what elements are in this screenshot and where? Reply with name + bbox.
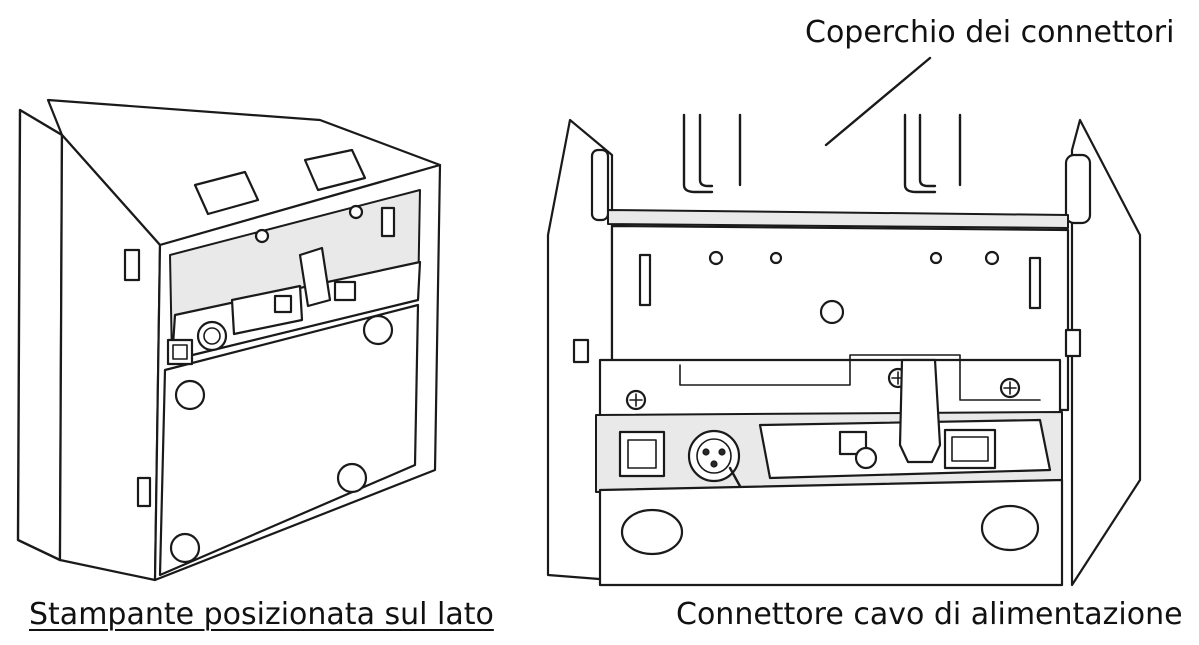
screw-right-slot [1003, 381, 1017, 395]
square-port-open-inner [951, 436, 989, 462]
cover-arm-left-outer [682, 113, 714, 194]
plate-center-boss [819, 299, 845, 325]
side-tab-left [123, 248, 141, 282]
rj-jack-inner [172, 344, 188, 360]
cover-slot-right [303, 148, 367, 192]
small-port [273, 294, 293, 314]
hinge-right [1064, 153, 1092, 225]
cover-arm-right-outer [903, 113, 937, 194]
power-connector-caption: Connettore cavo di alimentazione [676, 597, 1183, 632]
rj-jack-port [166, 338, 194, 366]
side-tab-bottom [136, 476, 152, 508]
plate-hole-1 [708, 250, 724, 266]
screw-left-slot [629, 393, 643, 407]
side-clip-left [572, 338, 590, 364]
foot-top-right [362, 314, 394, 346]
plate-hole-2 [769, 251, 783, 265]
power-pin-2 [718, 448, 726, 456]
cover-arm-right-inner [918, 113, 937, 188]
latch-bracket [298, 246, 332, 308]
power-connector-ring [696, 438, 732, 474]
plate-hole-4 [984, 250, 1000, 266]
connector-cover-label: Coperchio dei connettori [805, 15, 1175, 50]
frame-ridge [679, 354, 1041, 401]
hinge-left [590, 148, 610, 222]
power-connector-port [196, 320, 228, 352]
printer-side-view-drawing [16, 98, 442, 582]
small-round-port [854, 446, 878, 470]
small-square-port [838, 430, 868, 456]
power-pin-3 [710, 460, 718, 468]
plate-slot-left [638, 253, 652, 307]
foot-right-open [980, 504, 1040, 552]
connector-cover-open-drawing [546, 56, 1142, 587]
rj-jack-port-open [618, 430, 666, 478]
printer-bottom-panel [158, 303, 420, 577]
foot-left-open [620, 508, 684, 556]
plate-slot-right [1028, 256, 1042, 310]
plate-hole-3 [929, 251, 943, 265]
cover-hinge-rail [607, 209, 1069, 229]
cover-leader-line [824, 56, 932, 147]
rj-jack-port-open-inner [627, 439, 657, 469]
foot-bottom-left [169, 532, 201, 564]
screw-hole-1 [254, 228, 270, 244]
foot-bottom-right [336, 462, 368, 494]
printer-side-caption: Stampante posizionata sul lato [29, 597, 494, 632]
side-clip-right [1064, 328, 1082, 358]
square-port [333, 280, 357, 302]
screw-hole-2 [348, 204, 364, 220]
foot-top-left [174, 379, 206, 411]
cover-slot-left [193, 170, 260, 216]
latch-bracket-open [898, 358, 942, 464]
side-tab-right [380, 206, 396, 238]
base-panel [598, 478, 1064, 587]
power-connector-inner [203, 327, 221, 345]
cover-arm-left-inner [698, 113, 714, 188]
power-pin-1 [702, 448, 710, 456]
right-side-wall [1070, 118, 1142, 587]
